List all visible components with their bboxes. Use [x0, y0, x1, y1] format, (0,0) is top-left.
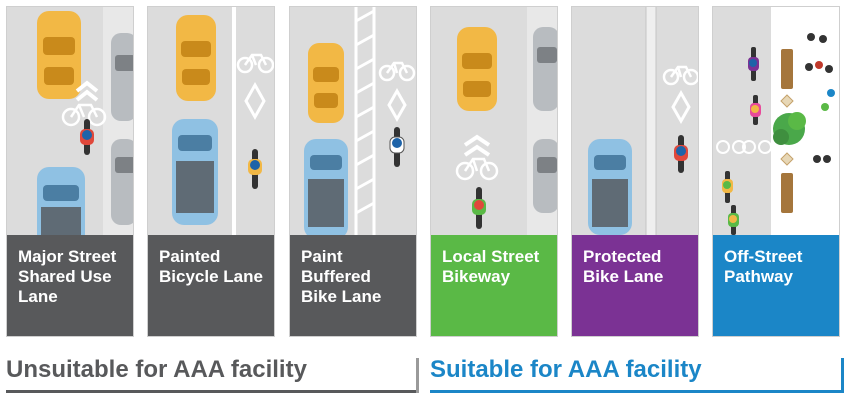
- off-street-pathway-scene: [713, 7, 839, 235]
- panel-title: Paint Buffered Bike Lane: [290, 235, 416, 336]
- bicycle-icon: [378, 61, 416, 82]
- shared-use-lane-scene: [7, 7, 133, 235]
- panel-title: Major Street Shared Use Lane: [7, 235, 133, 336]
- panel-shared-use-lane: Major Street Shared Use Lane: [6, 6, 134, 337]
- panel-off-street-pathway: Off-Street Pathway: [712, 6, 840, 337]
- panel-title: Painted Bicycle Lane: [148, 235, 274, 336]
- cyclist-icon: [722, 171, 733, 203]
- taxi-icon: [308, 43, 344, 123]
- diamond-marking-icon: [671, 89, 691, 125]
- cyclist-icon: [674, 135, 688, 173]
- bicycle-icon: [236, 53, 274, 74]
- pickup-truck-icon: [588, 139, 632, 235]
- bicycle-stencil-icon: [716, 140, 772, 154]
- parked-car-icon: [111, 33, 133, 121]
- protected-bike-lane-scene: [572, 7, 698, 235]
- taxi-icon: [176, 15, 216, 101]
- paint-buffered-bike-lane-scene: [290, 7, 416, 235]
- pickup-truck-icon: [304, 139, 348, 235]
- cyclist-icon: [472, 187, 486, 229]
- sharrow-chevron-icon: [463, 134, 491, 157]
- buffer-stripes: [354, 7, 376, 235]
- cyclist-icon: [80, 119, 94, 155]
- diamond-marking-icon: [387, 87, 407, 123]
- panel-title: Local Street Bikeway: [431, 235, 557, 336]
- parked-car-icon: [533, 27, 557, 111]
- bench-icon: [781, 49, 793, 213]
- bicycle-icon: [455, 157, 499, 181]
- cyclist-icon: [748, 47, 759, 81]
- sharrow-chevron-icon: [75, 80, 99, 102]
- suitable-end-tick: [841, 358, 844, 393]
- tree-icon: [773, 112, 806, 145]
- painted-bicycle-lane-scene: [148, 7, 274, 235]
- bicycle-icon: [61, 103, 107, 127]
- group-divider: [416, 358, 419, 393]
- cyclist-icon: [750, 95, 761, 125]
- panel-title: Off-Street Pathway: [713, 235, 839, 336]
- unsuitable-underline: [6, 390, 418, 393]
- pickup-truck-icon: [37, 167, 85, 235]
- pedestrian-icon: [805, 33, 835, 163]
- cyclist-icon: [248, 149, 262, 189]
- panel-protected-bike-lane: Protected Bike Lane: [571, 6, 699, 337]
- planter-icon: [780, 94, 794, 166]
- pickup-truck-icon: [172, 119, 218, 225]
- parked-car-icon: [111, 139, 133, 225]
- panel-title: Protected Bike Lane: [572, 235, 698, 336]
- unsuitable-label: Unsuitable for AAA facility: [6, 356, 307, 383]
- panel-paint-buffered-bike-lane: Paint Buffered Bike Lane: [289, 6, 417, 337]
- cyclist-icon: [728, 205, 739, 235]
- panel-painted-bicycle-lane: Painted Bicycle Lane: [147, 6, 275, 337]
- panel-local-street-bikeway: Local Street Bikeway: [430, 6, 558, 337]
- suitable-label: Suitable for AAA facility: [430, 356, 702, 383]
- taxi-icon: [457, 27, 497, 111]
- local-street-bikeway-scene: [431, 7, 557, 235]
- diamond-marking-icon: [244, 81, 266, 121]
- cyclist-icon: [389, 127, 405, 167]
- parked-car-icon: [533, 139, 557, 213]
- bicycle-icon: [662, 65, 698, 86]
- suitable-underline: [430, 390, 844, 393]
- taxi-icon: [37, 11, 81, 99]
